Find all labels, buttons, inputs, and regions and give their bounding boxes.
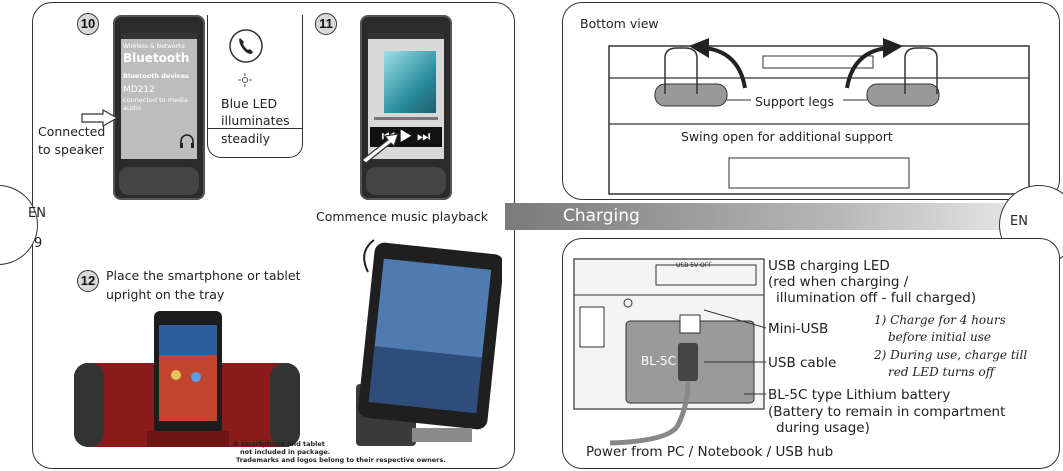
note1-line1: 1) Charge for 4 hours [874,313,1006,327]
step-11-caption: Commence music playback [316,209,488,224]
battery-line2: (Battery to remain in compartment [768,404,1006,420]
battery-line1: BL-5C type Lithium battery [768,387,951,403]
support-legs-label: Support legs [754,94,835,110]
step-12-number: 12 [77,270,99,292]
led-text-line3: steadily [221,131,271,146]
footnote-line2: not included in package. [240,448,331,456]
usb-led-line3: illumination off - full charged) [776,290,977,306]
note2-line1: 2) During use, charge till [874,348,1028,362]
usb-led-line1: USB charging LED [768,258,890,274]
step-12-caption-line1: Place the smartphone or tablet [106,268,301,283]
battery-line3: during usage) [776,420,870,436]
screen-line-3: Bluetooth devices [123,72,189,80]
screen-line-2: Bluetooth [123,51,190,65]
headphones-icon [180,134,194,148]
charging-leader-lines [703,309,767,395]
power-label: Power from PC / Notebook / USB hub [586,444,834,460]
charging-heading: Charging [563,206,640,226]
led-text-line2: illuminates [221,113,290,128]
phone-call-icon [229,29,263,63]
screen-line-6: audio [123,104,142,112]
status-bar [121,33,197,39]
phone-music-screen: ⏮ ▶ ⏭ [368,33,444,159]
arrow-pointer-icon [361,133,399,164]
led-light-icon [238,73,252,87]
next-icon: ⏭ [416,128,431,145]
led-callout-box [207,15,303,158]
step-10-number: 10 [77,13,99,35]
tablet-on-stand-image [356,239,502,446]
arrow-right-icon [81,109,119,127]
phone-bluetooth: Wireless & Networks Bluetooth Bluetooth … [113,15,205,200]
page-badge-lang-left: EN [28,206,46,221]
swing-caption: Swing open for additional support [681,129,893,144]
page-badge-number-left: 9 [34,236,43,251]
phone-music-buttons [366,167,446,195]
step-11-number: 11 [315,13,337,35]
bottom-view-title: Bottom view [580,16,659,31]
mini-usb-label: Mini-USB [768,321,829,337]
album-art [384,51,436,113]
status-bar-music [368,33,444,39]
bottom-view-diagram [608,38,1030,195]
phone-bluetooth-buttons [119,167,199,195]
usb-led-line2: (red when charging / [768,274,909,290]
charging-diagram [573,258,765,446]
note1-line2: before initial use [888,330,991,344]
step-10-caption-line1: Connected [38,124,106,139]
speaker-with-phone-image [74,311,300,447]
footnote-line1: # smartphone and tablet [233,440,325,448]
usb-cable-label: USB cable [768,355,837,371]
play-icon: ▶ [399,128,413,145]
note2-line2: red LED turns off [888,365,995,379]
charging-heading-bar [505,203,1063,230]
phone-music: ⏮ ▶ ⏭ [360,15,452,200]
phone-bluetooth-screen: Wireless & Networks Bluetooth Bluetooth … [121,33,197,159]
step-12-caption-line2: upright on the tray [106,287,225,302]
progress-bar [374,117,438,120]
screen-line-1: Wireless & Networks [123,43,185,50]
step-10-caption-line2: to speaker [38,142,104,157]
page-badge-lang-right: EN [1010,214,1028,229]
port-label: USB 5V OFF [676,262,712,269]
screen-line-5: connected to media [123,96,188,104]
battery-label: BL-5C [641,354,677,368]
footnote-line3: Trademarks and logos belong to their res… [236,456,446,464]
led-text-line1: Blue LED [221,96,278,111]
screen-line-4: MD212 [123,85,155,95]
led-divider [208,128,303,129]
